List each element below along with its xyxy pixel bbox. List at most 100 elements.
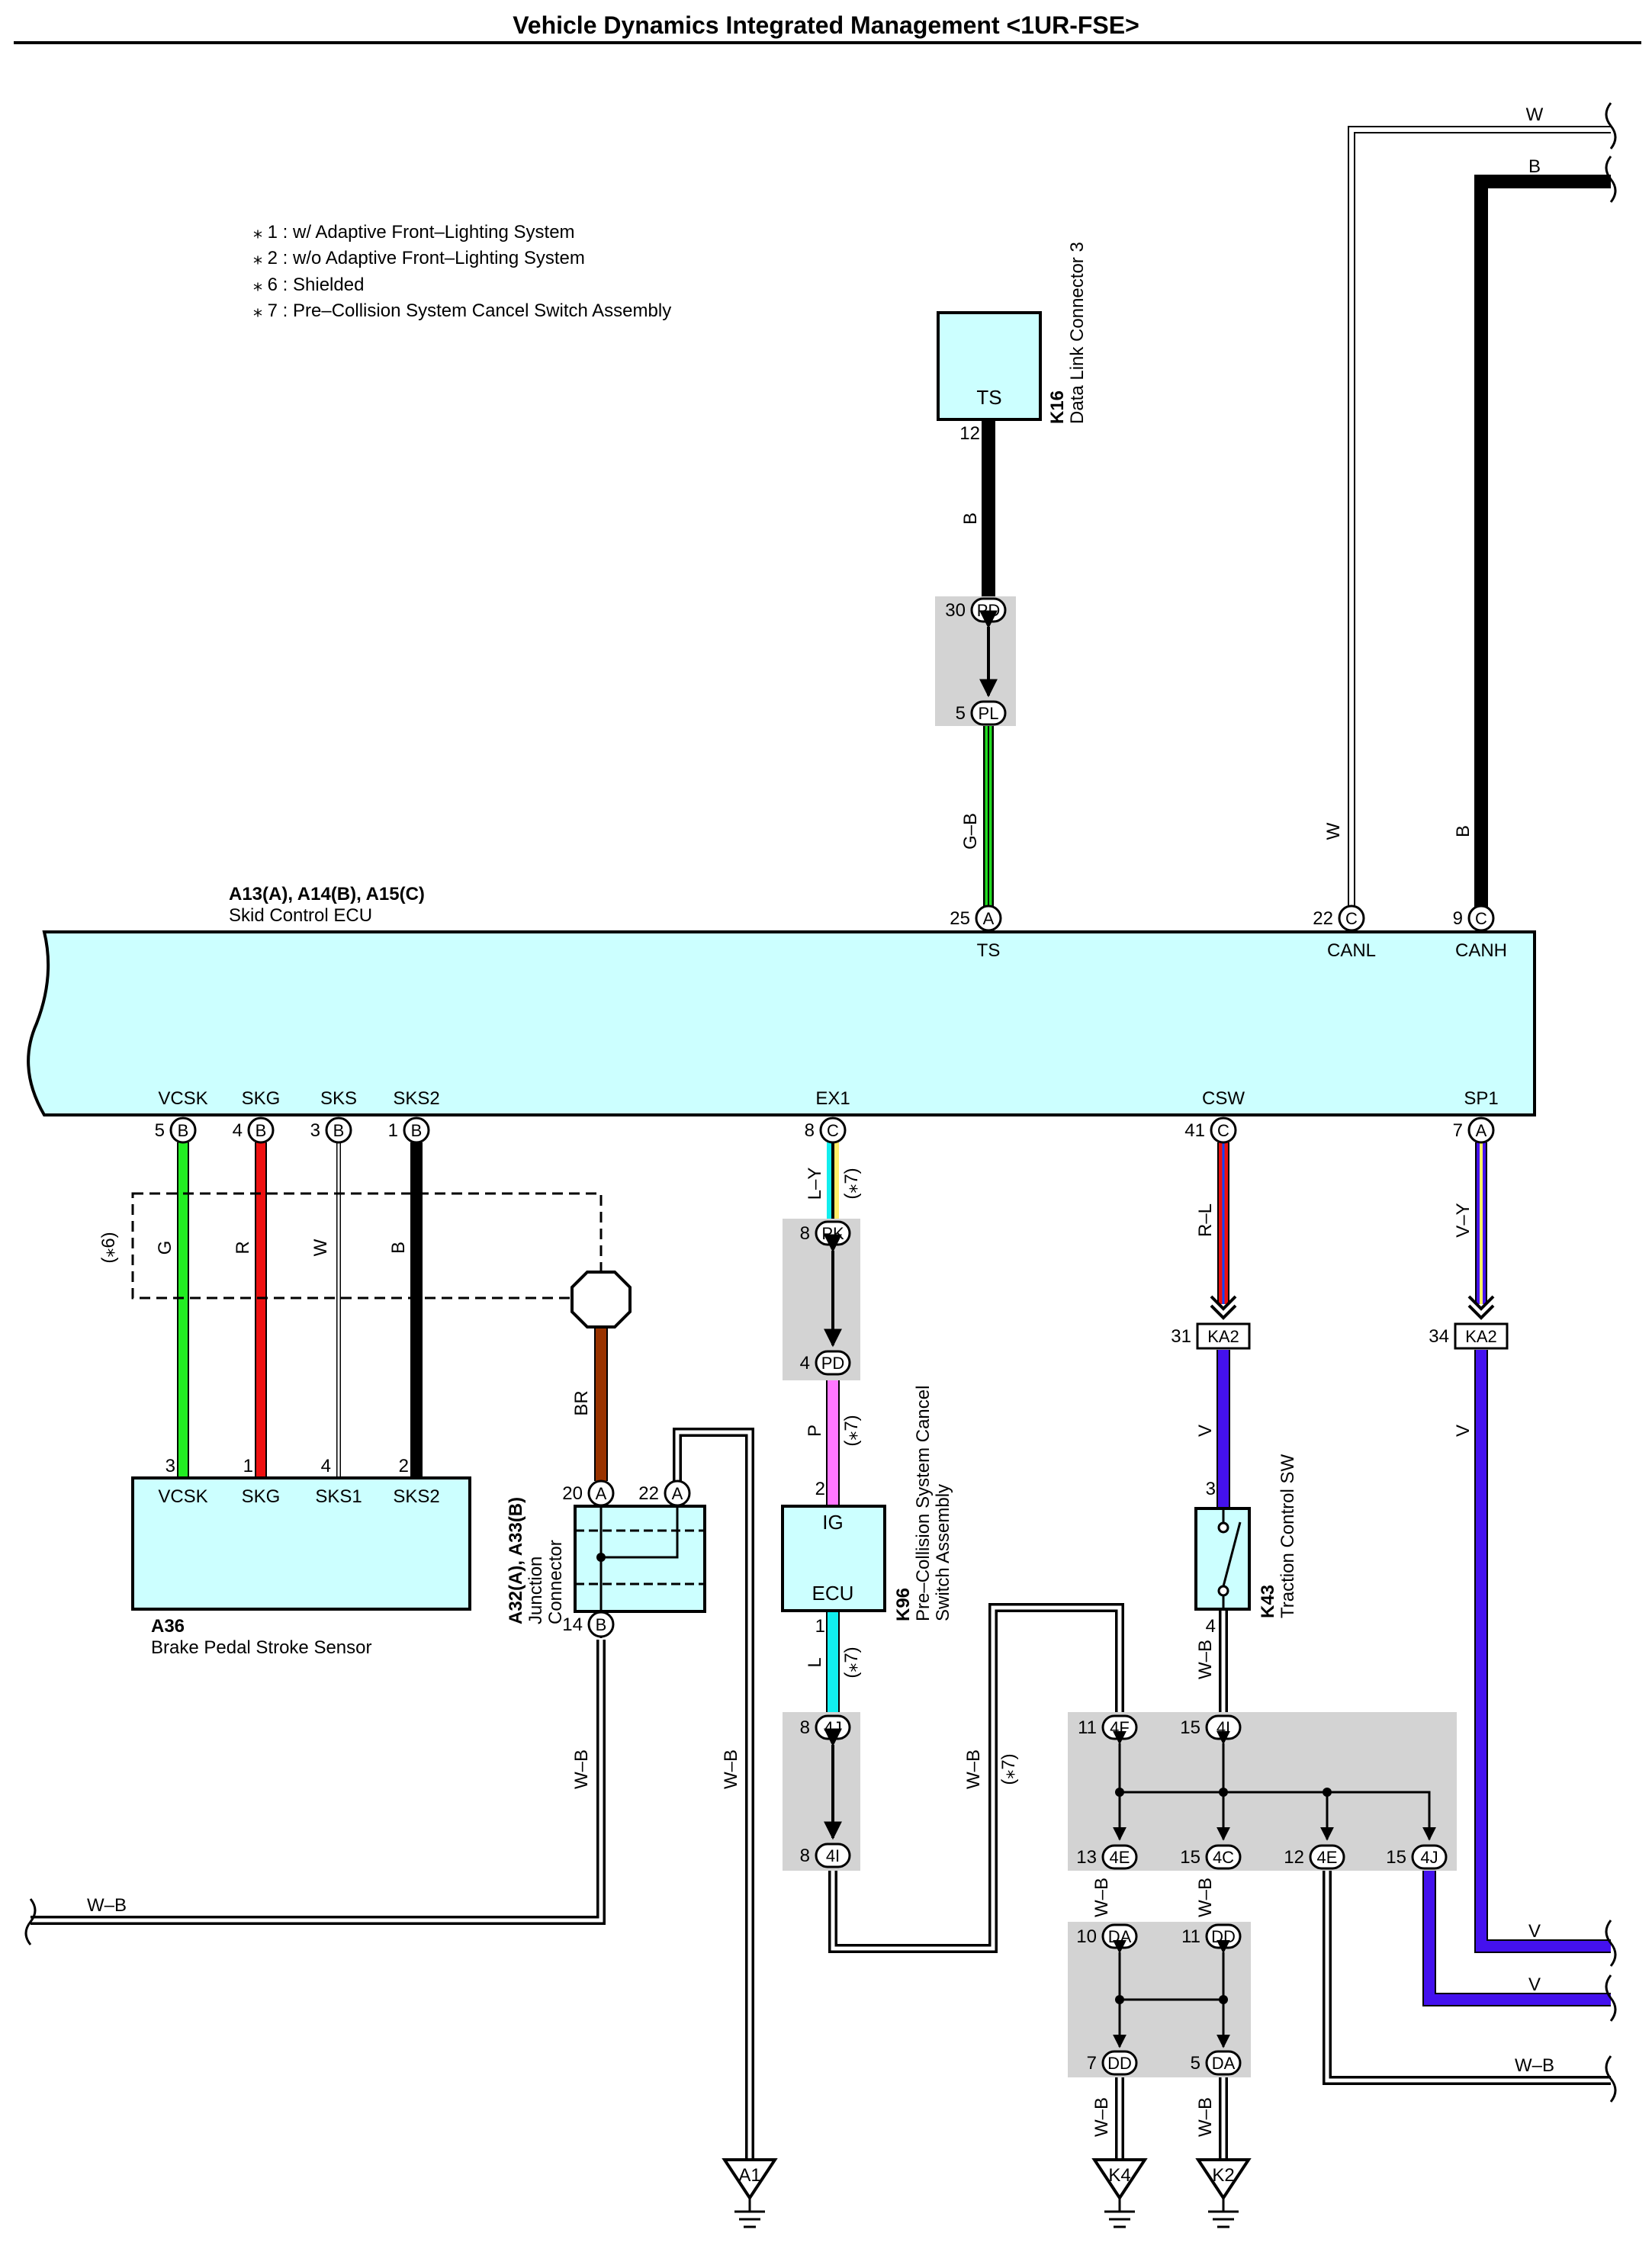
- sensor-code: A36: [151, 1616, 185, 1637]
- ground-a1: A1: [722, 2158, 778, 2228]
- svg-text:34: 34: [1429, 1326, 1449, 1347]
- label-k43-wb: W–B: [1195, 1640, 1216, 1679]
- svg-text:4I: 4I: [1217, 1718, 1230, 1737]
- svg-text:PK: PK: [821, 1224, 844, 1243]
- connector-4i-right: 4I 15: [1180, 1714, 1242, 1740]
- svg-text:SKS1: SKS1: [315, 1486, 362, 1507]
- svg-text:B: B: [333, 1121, 345, 1140]
- dlc3-terminal: TS: [976, 386, 1001, 409]
- ground-k2: K2: [1195, 2158, 1252, 2228]
- svg-text:PD: PD: [821, 1354, 845, 1373]
- k43-pin-top: 3: [1206, 1479, 1216, 1499]
- connector-dd-top: DD 11: [1181, 1923, 1242, 1949]
- sensor-pin-skg: 1 SKG: [242, 1456, 281, 1507]
- svg-text:SP1: SP1: [1464, 1088, 1498, 1109]
- label-4e-wb: W–B: [1091, 1878, 1112, 1917]
- label-sks-w: W: [310, 1239, 331, 1256]
- svg-text:31: 31: [1171, 1326, 1191, 1347]
- label-shield: (⁎6): [98, 1232, 119, 1263]
- label-jc22-wb: W–B: [721, 1749, 741, 1789]
- note-2: ⁎ 2 : w/o Adaptive Front–Lighting System: [253, 248, 585, 268]
- svg-text:12: 12: [1284, 1847, 1304, 1868]
- svg-text:8: 8: [800, 1223, 810, 1244]
- svg-text:8: 8: [805, 1120, 815, 1141]
- ground-k4: K4: [1091, 2158, 1148, 2228]
- sensor-pin-sks1: 4 SKS1: [315, 1456, 362, 1507]
- label-p: P: [805, 1425, 825, 1437]
- k96-pin-ig: 2: [815, 1479, 825, 1499]
- wire-canl-w: [1348, 126, 1611, 908]
- shield-box: [131, 1192, 603, 1300]
- connector-4f: 4F 11: [1078, 1714, 1138, 1740]
- svg-text:2: 2: [399, 1456, 409, 1476]
- ecu-pin-ex1: C 8 EX1: [805, 1088, 850, 1144]
- wire-4i-4f-wb: [828, 1603, 1124, 1953]
- junction-4j-4i: [783, 1712, 860, 1871]
- ecu-pin-sks: B 3 SKS: [310, 1088, 357, 1144]
- label-l-star7: (⁎7): [841, 1647, 862, 1678]
- svg-text:4I: 4I: [826, 1846, 840, 1865]
- svg-text:9: 9: [1453, 908, 1463, 929]
- label-k4-wb: W–B: [1091, 2097, 1112, 2137]
- svg-text:B: B: [411, 1121, 423, 1140]
- svg-text:SKG: SKG: [242, 1088, 281, 1109]
- ecu-pin-vcsk: B 5 VCSK: [155, 1088, 208, 1144]
- wire-canh-b: [1474, 175, 1611, 908]
- svg-text:A1: A1: [738, 2165, 760, 2186]
- k43-switch-lever: [1222, 1521, 1242, 1587]
- junction-pin-14: B 14: [562, 1611, 615, 1638]
- skid-ecu-box: [27, 930, 1536, 1116]
- break-marks: [24, 102, 1617, 2103]
- skid-ecu-code: A13(A), A14(B), A15(C): [229, 884, 425, 904]
- svg-text:A: A: [672, 1484, 683, 1503]
- svg-text:CANL: CANL: [1327, 940, 1376, 961]
- svg-text:SKG: SKG: [242, 1486, 281, 1507]
- svg-text:1: 1: [243, 1456, 253, 1476]
- connector-pd-top: PD 30: [945, 597, 1007, 623]
- junction-connector-box: [574, 1505, 706, 1613]
- label-jc14-wb: W–B: [571, 1749, 592, 1789]
- note-3: ⁎ 6 : Shielded: [253, 275, 364, 295]
- svg-text:7: 7: [1453, 1120, 1463, 1141]
- junction-code: A32(A), A33(B): [506, 1497, 526, 1624]
- sensor-pin-sks2: 2 SKS2: [393, 1456, 439, 1507]
- svg-text:DD: DD: [1107, 2054, 1132, 2073]
- svg-text:KA2: KA2: [1465, 1327, 1497, 1346]
- svg-text:3: 3: [310, 1120, 320, 1141]
- svg-text:25: 25: [950, 908, 970, 929]
- junction-pin-22: A 22: [638, 1479, 691, 1507]
- ecu-pin-canh: C 9 CANH: [1453, 904, 1507, 961]
- connector-4e-a: 4E 13: [1076, 1844, 1138, 1870]
- svg-text:14: 14: [562, 1614, 583, 1635]
- svg-text:B: B: [256, 1121, 267, 1140]
- connector-pl: PL 5: [956, 700, 1007, 726]
- svg-text:5: 5: [155, 1120, 165, 1141]
- connector-4j-top: 4J 8: [800, 1714, 851, 1740]
- label-4c-wb: W–B: [1195, 1878, 1216, 1917]
- svg-text:22: 22: [638, 1483, 659, 1504]
- connector-da-bottom: DA 5: [1191, 2050, 1242, 2076]
- label-4i-wb: W–B: [963, 1749, 984, 1789]
- page-title: Vehicle Dynamics Integrated Management <…: [513, 11, 1139, 39]
- svg-text:A: A: [596, 1484, 607, 1503]
- ka2-chevrons: [1210, 1295, 1495, 1320]
- label-ex1-star7: (⁎7): [841, 1168, 862, 1199]
- dlc3-pin: 12: [959, 423, 980, 444]
- svg-text:4F: 4F: [1110, 1718, 1130, 1737]
- label-br: BR: [571, 1390, 592, 1415]
- dlc3-box: [937, 311, 1042, 421]
- label-canh-b: B: [1453, 825, 1474, 837]
- dlc3-name: Data Link Connector 3: [1067, 242, 1088, 424]
- svg-text:5: 5: [956, 703, 966, 724]
- svg-text:41: 41: [1184, 1120, 1205, 1141]
- notes-legend: ⁎ 1 : w/ Adaptive Front–Lighting System …: [253, 222, 671, 321]
- ecu-pin-csw: C 41 CSW: [1184, 1088, 1245, 1144]
- junction-pin-20: A 20: [562, 1479, 615, 1507]
- junction-splice: [596, 1553, 606, 1562]
- svg-text:A: A: [983, 909, 995, 928]
- svg-text:VCSK: VCSK: [158, 1486, 207, 1507]
- sensor-pin-vcsk: 3 VCSK: [158, 1456, 207, 1507]
- k96-name-2: Switch Assembly: [933, 1484, 953, 1621]
- svg-text:K2: K2: [1212, 2165, 1234, 2186]
